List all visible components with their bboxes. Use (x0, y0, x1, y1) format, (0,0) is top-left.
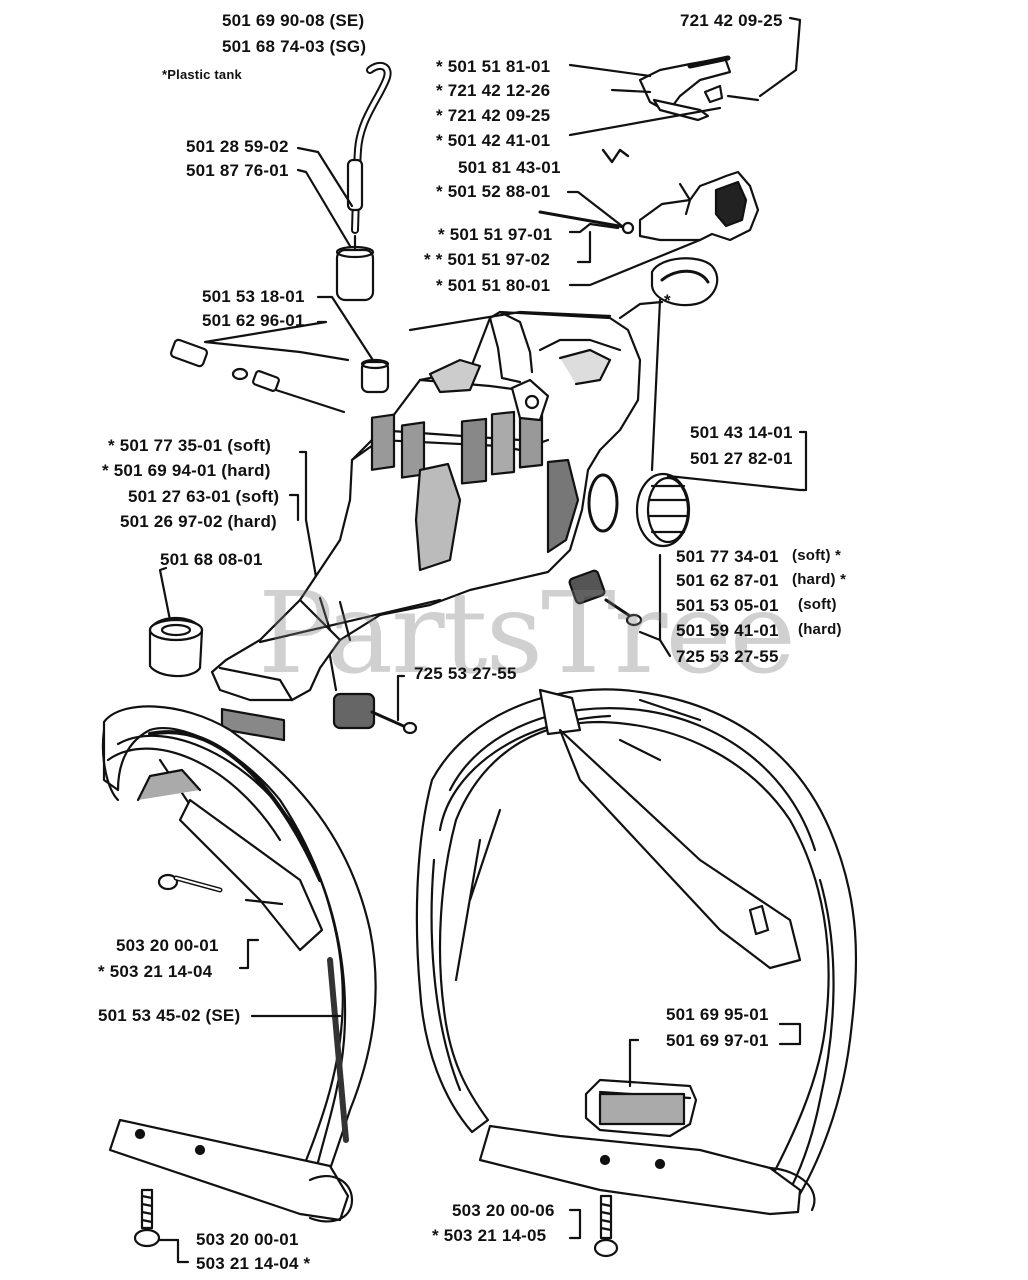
part-number-label: 501 68 74-03 (SG) (222, 37, 367, 56)
part-number-label: * 503 21 14-05 (432, 1226, 547, 1245)
part-number-label: 501 53 05-01 (676, 596, 779, 615)
throttle-lever-part (538, 170, 760, 242)
part-hardness-label: (soft) (798, 596, 837, 613)
part-number-label: 501 62 96-01 (202, 311, 305, 330)
part-number-label: 501 27 82-01 (690, 449, 793, 468)
part-number-label: * 501 51 80-01 (436, 276, 551, 295)
part-number-label: 503 20 00-01 (196, 1230, 299, 1249)
part-number-label: 503 20 00-06 (452, 1201, 555, 1220)
part-number-label: 501 77 34-01 (676, 547, 779, 566)
part-number-label: * 501 52 88-01 (436, 182, 551, 201)
part-number-label: 501 69 97-01 (666, 1031, 769, 1050)
part-number-label: * 501 51 81-01 (436, 57, 551, 76)
handle-screw-part (157, 873, 223, 893)
part-number-label: 501 87 76-01 (186, 161, 289, 180)
vibration-damper-right-part (568, 569, 643, 627)
front-handle-bar-part (102, 705, 377, 1223)
asterisk-label: * (664, 291, 671, 310)
part-number-label: * 503 21 14-04 (98, 962, 213, 981)
part-number-label: 501 62 87-01 (676, 571, 779, 590)
part-number-label: 501 81 43-01 (458, 158, 561, 177)
rear-handle-bar-part (415, 688, 858, 1216)
plastic-tank-note: *Plastic tank (162, 67, 242, 82)
part-number-label: 503 20 00-01 (116, 936, 219, 955)
part-number-label: 501 28 59-02 (186, 137, 289, 156)
part-number-label: 725 53 27-55 (676, 647, 779, 666)
part-number-label: 725 53 27-55 (414, 664, 517, 683)
part-number-label: 501 69 95-01 (666, 1005, 769, 1024)
fuel-tank-handle-part (210, 310, 642, 742)
part-number-label: 721 42 09-25 (680, 11, 783, 30)
part-number-label: 501 53 45-02 (SE) (98, 1006, 241, 1025)
bottom-bolt-left-part (133, 1188, 161, 1248)
spring-part (601, 148, 630, 164)
part-number-label: 501 26 97-02 (hard) (120, 512, 277, 531)
part-number-label: 501 27 63-01 (soft) (128, 487, 280, 506)
rubber-bush-part (360, 358, 390, 394)
part-hardness-label: (soft) * (792, 547, 842, 564)
handle-bracket-part (584, 1078, 698, 1138)
part-hardness-label: (hard) (798, 621, 842, 638)
part-number-label: 503 21 14-04 * (196, 1254, 311, 1273)
watermark: PartsTree (258, 569, 796, 699)
part-number-label: * 501 69 94-01 (hard) (102, 461, 271, 480)
part-number-label: 501 69 90-08 (SE) (222, 11, 365, 30)
part-hardness-label: (hard) * (792, 571, 847, 588)
oil-cap-part (635, 472, 691, 548)
part-number-label: * 501 77 35-01 (soft) (108, 436, 271, 455)
part-number-label: 501 43 14-01 (690, 423, 793, 442)
fuel-cap-part (650, 257, 719, 472)
part-number-label: 501 68 08-01 (160, 550, 263, 569)
bottom-bolt-right-part (593, 1194, 619, 1258)
part-number-label: * 721 42 12-26 (436, 81, 551, 100)
part-number-label: 501 53 18-01 (202, 287, 305, 306)
fuel-filter-part (335, 234, 375, 302)
vibration-damper-left-part (332, 692, 418, 735)
throttle-trigger-part (638, 55, 760, 122)
part-number-label: * 721 42 09-25 (436, 106, 551, 125)
o-ring-part (587, 473, 619, 533)
part-number-label: 501 59 41-01 (676, 621, 779, 640)
part-number-label: * 501 51 97-01 (438, 225, 553, 244)
part-number-label: * * 501 51 97-02 (424, 250, 551, 269)
decompression-valve-part (169, 338, 346, 414)
part-number-label: * 501 42 41-01 (436, 131, 551, 150)
rubber-bushing-part (148, 616, 204, 678)
fuel-hose-part (346, 61, 392, 234)
